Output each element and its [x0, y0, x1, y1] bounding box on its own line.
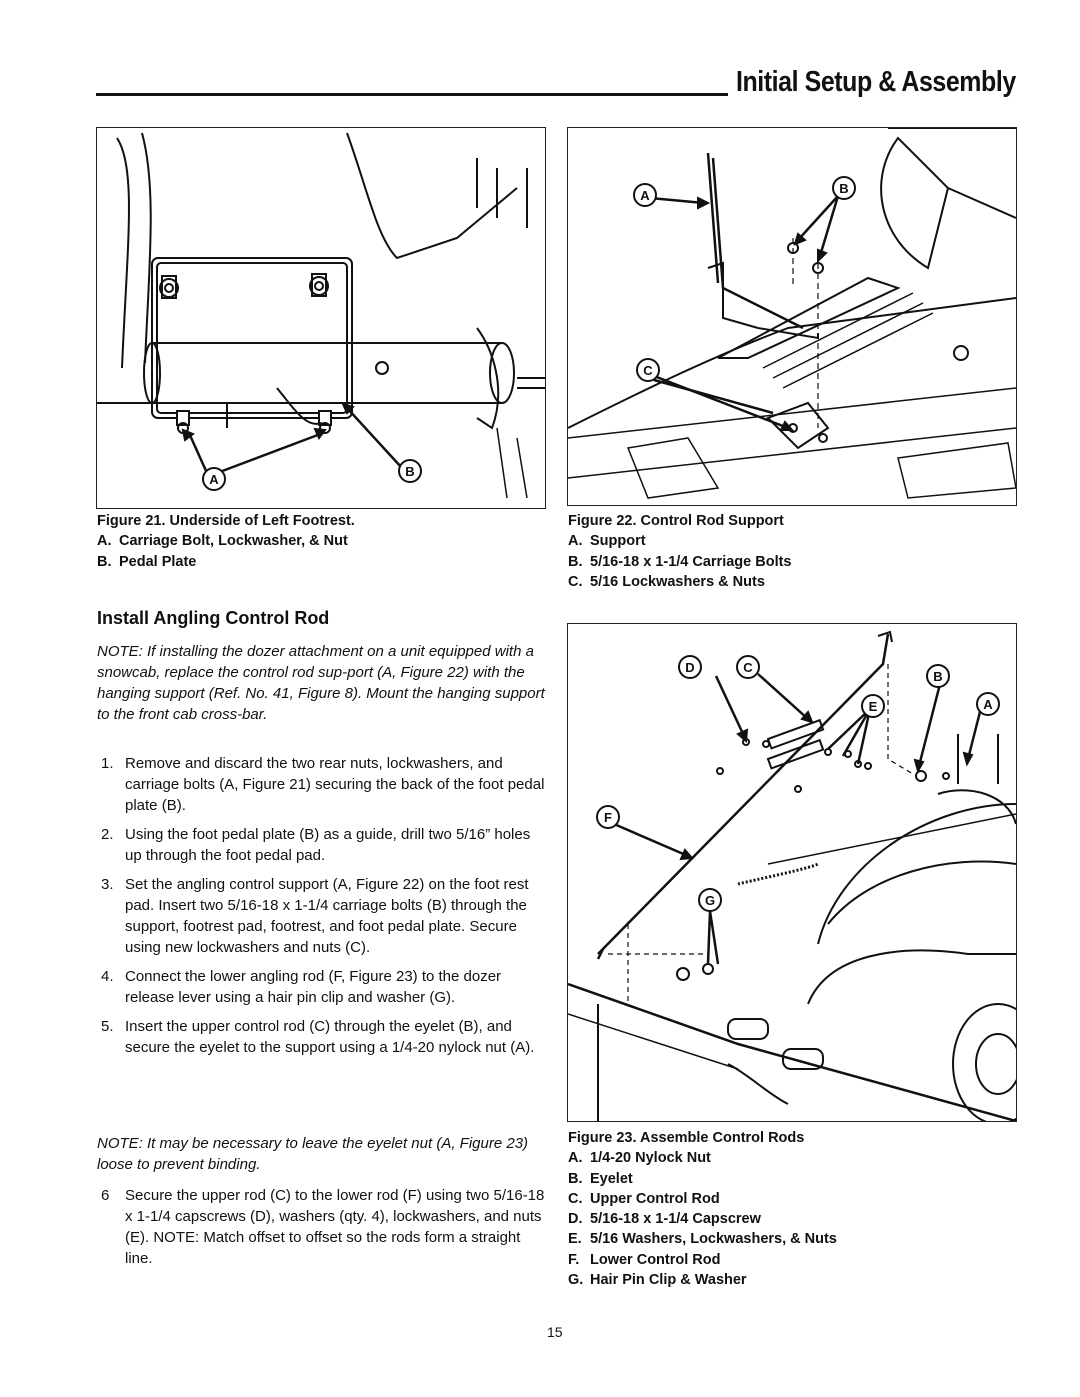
fig23-callout-e: E	[869, 699, 878, 714]
step-item: 2.Using the foot pedal plate (B) as a gu…	[101, 826, 531, 864]
fig23-callout-c: C	[743, 660, 753, 675]
figure-23-item: A.1/4-20 Nylock Nut	[568, 1150, 711, 1167]
eyelet-note: NOTE: It may be necessary to leave the e…	[97, 1135, 529, 1173]
fig22-callout-a: A	[640, 188, 650, 203]
fig22-callout-c: C	[643, 363, 653, 378]
figure-22-caption: Figure 22. Control Rod Support A.Support…	[568, 511, 792, 592]
fig23-callout-g: G	[705, 893, 715, 908]
section-heading: Install Angling Control Rod	[97, 608, 330, 628]
snowcab-note: NOTE: If installing the dozer attachment…	[97, 643, 545, 723]
steps-list: 1.Remove and discard the two rear nuts, …	[97, 753, 547, 1058]
fig23-callout-b: B	[933, 669, 942, 684]
figure-23-caption: Figure 23. Assemble Control Rods A.1/4-2…	[568, 1128, 837, 1290]
figure-23-item: G.Hair Pin Clip & Washer	[568, 1272, 747, 1289]
step-item: 1.Remove and discard the two rear nuts, …	[101, 755, 545, 814]
figure-23-item: C.Upper Control Rod	[568, 1190, 720, 1207]
figure-23-item: F.Lower Control Rod	[568, 1251, 721, 1268]
figure-22-item: C.5/16 Lockwashers & Nuts	[568, 573, 765, 590]
fig23-callout-d: D	[685, 660, 694, 675]
header-rule	[96, 93, 728, 96]
figure-22-title: Figure 22. Control Rod Support	[568, 513, 784, 529]
figure-21-title: Figure 21. Underside of Left Footrest.	[97, 513, 355, 529]
figure-23-item: E.5/16 Washers, Lockwashers, & Nuts	[568, 1231, 837, 1248]
step-item: 3.Set the angling control support (A, Fi…	[101, 876, 529, 956]
figure-23-illustration: D C B E A F G	[567, 623, 1017, 1122]
page-title: Initial Setup & Assembly	[736, 66, 1016, 98]
step-item: 4.Connect the lower angling rod (F, Figu…	[101, 968, 502, 1006]
figure-22-item: B.5/16-18 x 1-1/4 Carriage Bolts	[568, 553, 792, 570]
fig21-callout-b: B	[405, 464, 414, 479]
figure-23-item: D.5/16-18 x 1-1/4 Capscrew	[568, 1211, 761, 1228]
figure-21-illustration: A B	[96, 127, 546, 509]
fig21-callout-a: A	[209, 472, 219, 487]
fig22-callout-b: B	[839, 181, 848, 196]
figure-22-item: A.Support	[568, 533, 646, 550]
figure-21-item: B.Pedal Plate	[97, 553, 197, 570]
fig23-callout-a: A	[983, 697, 993, 712]
fig23-callout-f: F	[604, 810, 612, 825]
figure-23-item: B.Eyelet	[568, 1170, 633, 1187]
page-number: 15	[547, 1324, 563, 1340]
step-item: 5.Insert the upper control rod (C) throu…	[101, 1018, 535, 1056]
figure-21-caption: Figure 21. Underside of Left Footrest. A…	[97, 511, 355, 572]
figure-21-item: A.Carriage Bolt, Lockwasher, & Nut	[97, 533, 348, 550]
figure-22-illustration: A B C	[567, 127, 1017, 506]
figure-23-title: Figure 23. Assemble Control Rods	[568, 1130, 805, 1146]
